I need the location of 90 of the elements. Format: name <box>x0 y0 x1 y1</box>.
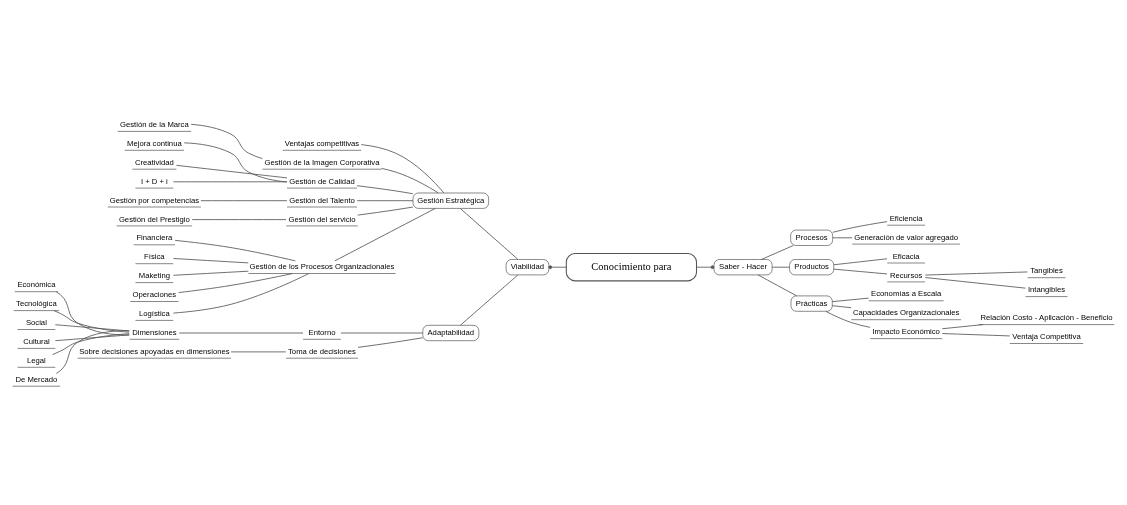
node-box: Procesos <box>790 229 833 246</box>
node-text: Logística <box>138 309 170 319</box>
connector <box>54 324 130 332</box>
node-text: Gestión de la Imagen Corporativa <box>264 157 380 167</box>
node-text: Entorno <box>308 327 336 337</box>
connector <box>833 268 888 275</box>
node-box: Saber - Hacer <box>713 259 773 276</box>
connector <box>52 333 130 356</box>
connector <box>548 265 567 270</box>
node-box: Viabilidad <box>505 259 550 276</box>
node-text: Dimensiones <box>132 327 177 337</box>
connector <box>190 123 263 159</box>
connector <box>757 274 798 297</box>
connector <box>176 164 288 179</box>
node-text: Recursos <box>889 270 923 280</box>
connector <box>53 310 130 333</box>
node-text: Economías a Escala <box>871 289 942 299</box>
node-text: Económica <box>17 280 56 290</box>
connector <box>381 167 439 194</box>
node-text: Generación de valor agregado <box>854 232 959 242</box>
node-text: Gestión por competencias <box>109 195 200 205</box>
node-box: Conocimiento para <box>565 253 698 282</box>
connector <box>174 239 296 262</box>
connector <box>191 219 287 220</box>
connector <box>941 324 984 330</box>
connector <box>357 337 424 348</box>
connector <box>761 245 794 260</box>
node-text: Creatividad <box>134 157 174 167</box>
node-text: Gestión de los Procesos Organizacionales <box>249 262 395 272</box>
connector <box>833 258 888 266</box>
node-text: De Mercado <box>15 374 58 384</box>
connector <box>771 266 790 268</box>
connector <box>173 181 288 183</box>
connector <box>832 237 853 239</box>
node-text: Gestión de Calidad <box>289 176 355 186</box>
node-text: Capacidades Organizacionales <box>852 308 960 318</box>
node-box: Gestión Estratégica <box>412 192 489 209</box>
connector <box>831 305 852 309</box>
node-text: Eficiencia <box>889 213 923 223</box>
connector <box>696 265 715 270</box>
connector <box>55 330 130 374</box>
connector <box>340 332 424 334</box>
connector <box>460 274 519 326</box>
connector <box>460 208 519 260</box>
connector <box>356 185 414 195</box>
node-text: Social <box>25 318 47 328</box>
connector <box>941 333 1011 337</box>
connector <box>334 208 436 262</box>
node-text: Tangibles <box>1030 266 1063 276</box>
connector <box>55 291 130 336</box>
node-box: Productos <box>789 259 835 276</box>
node-text: Cultural <box>23 337 50 347</box>
node-box: Adaptabilidad <box>422 324 480 342</box>
node-text: Gestión del Talento <box>289 195 355 205</box>
connector <box>825 310 871 328</box>
node-text: Operaciones <box>132 290 177 300</box>
connector <box>356 200 414 202</box>
connector <box>173 270 249 276</box>
connector <box>924 271 1028 276</box>
connector <box>832 221 888 233</box>
node-text: Intangibles <box>1027 285 1066 295</box>
node-text: Ventajas competitivas <box>284 138 360 148</box>
connector <box>183 142 288 183</box>
connector <box>230 351 287 353</box>
connector <box>360 144 445 194</box>
connector <box>54 334 130 342</box>
connector <box>357 206 414 216</box>
connector <box>831 297 870 303</box>
node-text: Mejora continua <box>127 138 182 148</box>
connector <box>173 273 310 314</box>
node-text: Relación Costo - Aplicación - Beneficio <box>980 313 1113 323</box>
node-text: Impacto Económico <box>872 327 940 337</box>
node-text: Maketing <box>138 271 170 281</box>
node-text: Eficacia <box>892 251 920 261</box>
node-text: Gestión de la Marca <box>119 120 189 130</box>
node-text: Gestión del Prestigio <box>118 214 190 224</box>
connector <box>924 277 1026 289</box>
node-text: Toma de decisiones <box>288 346 356 356</box>
connector <box>200 200 288 202</box>
node-text: Legal <box>26 355 46 365</box>
node-text: Sobre decisiones apoyadas en dimensiones <box>79 346 230 356</box>
connector <box>173 258 249 264</box>
node-text: Ventaja Competitiva <box>1012 332 1081 342</box>
node-text: Tecnológica <box>16 299 57 309</box>
node-text: Financiera <box>136 233 173 243</box>
node-box: Prácticas <box>790 295 833 312</box>
connector <box>178 273 293 293</box>
node-text: Gestión del servicio <box>288 214 356 224</box>
node-text: I + D + i <box>140 176 168 186</box>
node-text: Física <box>144 252 165 262</box>
